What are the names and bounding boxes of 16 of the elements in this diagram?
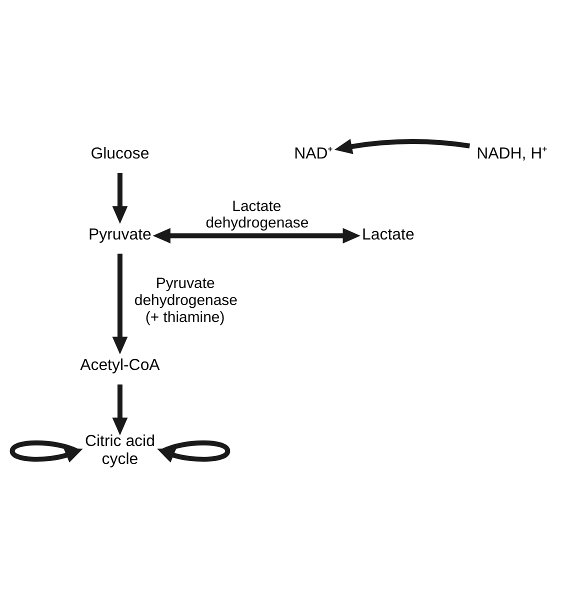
arrow [112, 254, 128, 354]
edge-label: Lactate dehydrogenase [206, 198, 309, 232]
arrow [152, 228, 360, 244]
arrow [157, 440, 230, 463]
node-text: Acetyl-CoA [80, 357, 160, 374]
arrow [112, 384, 128, 436]
node-text: NAD⁺ [294, 146, 333, 163]
node-text: Lactate [362, 226, 414, 244]
arrow [10, 440, 83, 463]
node-text: Glucose [90, 146, 150, 163]
node-text: Citric acid cycle [84, 432, 155, 468]
node-text: NADH, H⁺ [476, 146, 548, 163]
node-text: Pyruvate [88, 226, 152, 244]
arrow [112, 173, 128, 224]
edge-label: Pyruvate dehydrogenase (+ thiamine) [134, 275, 238, 326]
arrow [334, 138, 470, 154]
